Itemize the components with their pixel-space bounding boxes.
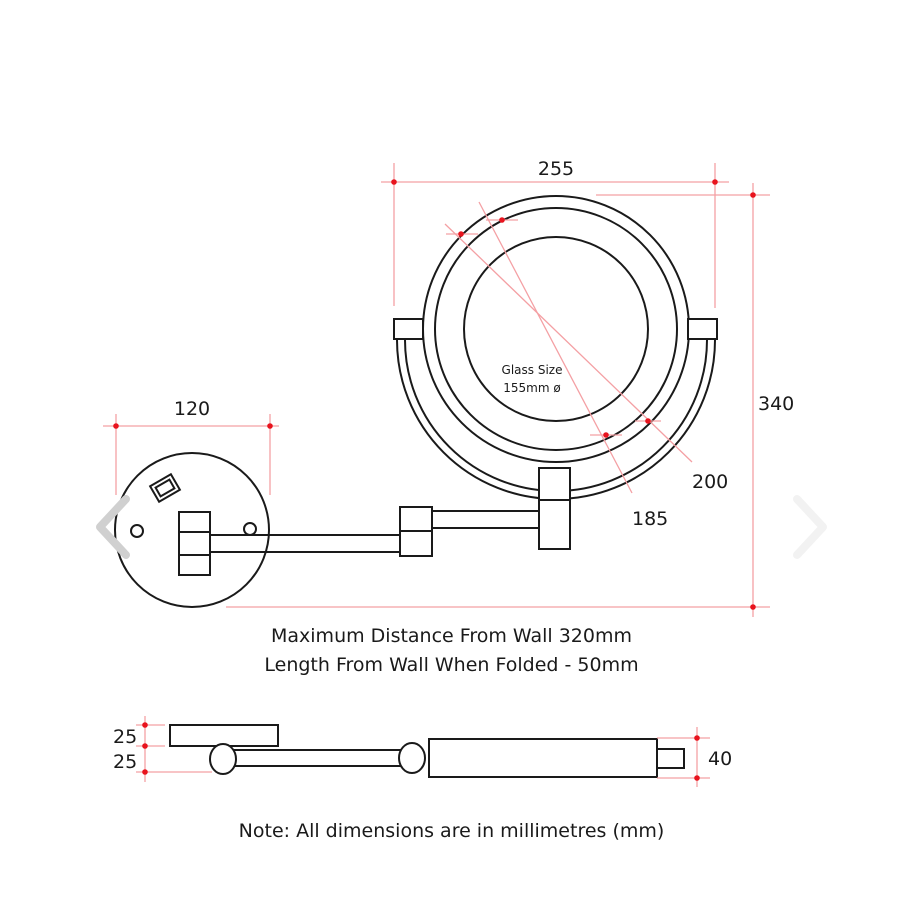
caption-folded-length: Length From Wall When Folded - 50mm <box>264 654 639 676</box>
wall-bracket-block <box>178 511 211 576</box>
previous-image-button[interactable] <box>88 487 138 567</box>
glass-size-label: Glass Size <box>502 363 563 377</box>
upper-arm <box>431 510 540 529</box>
mirror-mount-block <box>538 467 571 550</box>
right-pivot-block <box>687 318 718 340</box>
dimension-points <box>113 179 756 610</box>
dimensions-note: Note: All dimensions are in millimetres … <box>238 820 665 842</box>
chevron-left-icon <box>96 495 130 559</box>
dim-wall-plate: 120 <box>174 398 210 420</box>
dim-arm-offset: 25 <box>113 751 137 773</box>
caption-max-distance: Maximum Distance From Wall 320mm <box>271 625 632 647</box>
dim-inner-ring: 185 <box>632 508 668 530</box>
top-view <box>169 724 685 778</box>
dim-mirror-depth: 40 <box>708 748 732 770</box>
left-pivot-block <box>393 318 424 340</box>
dim-outer-ring: 200 <box>692 471 728 493</box>
front-view-dimensions <box>103 163 770 617</box>
top-view-arm <box>231 749 413 767</box>
switch-icon <box>148 472 182 504</box>
dim-plate-thickness: 25 <box>113 726 137 748</box>
top-view-mirror-body <box>428 738 658 778</box>
dim-total-height: 340 <box>758 393 794 415</box>
top-view-joint-right <box>398 742 426 774</box>
top-view-joint-left <box>209 743 237 775</box>
leader-185 <box>478 201 633 494</box>
glass-size-value: 155mm ø <box>503 381 560 395</box>
top-view-dimension-points <box>142 722 700 781</box>
mirror-head <box>393 195 718 550</box>
chevron-right-icon <box>793 495 827 559</box>
top-view-wall-plate <box>169 724 279 747</box>
dim-mirror-width: 255 <box>538 158 574 180</box>
mirror-glass <box>463 236 649 422</box>
leader-200 <box>444 223 693 463</box>
wall-plate <box>114 452 270 608</box>
next-image-button[interactable] <box>785 487 835 567</box>
mirror-middle-ring <box>434 207 678 451</box>
screw-hole-left <box>130 524 144 538</box>
top-view-mirror-knob <box>656 748 685 769</box>
